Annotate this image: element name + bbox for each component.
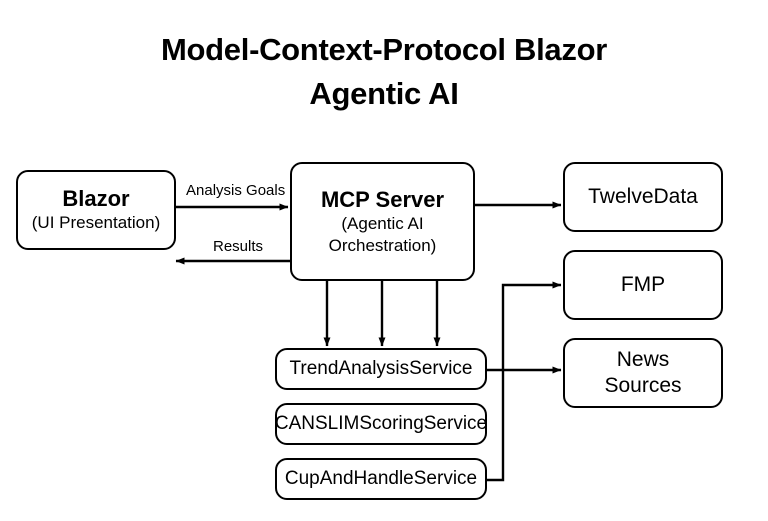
node-canslim-scoring-service[interactable]: CANSLIMScoringService: [275, 403, 487, 445]
diagram-title-line-1: Model-Context-Protocol Blazor: [161, 32, 607, 67]
edge-label-results: Results: [210, 238, 267, 256]
node-mcp-server[interactable]: MCP Server (Agentic AI Orchestration): [290, 162, 475, 281]
node-cup-and-handle-service-title: CupAndHandleService: [284, 468, 478, 489]
node-blazor-subtitle: (UI Presentation): [31, 213, 161, 232]
connector-cupandhandle-to-fmp: [487, 281, 562, 482]
node-trend-analysis-service-title: TrendAnalysisService: [289, 358, 473, 379]
node-blazor[interactable]: Blazor (UI Presentation): [16, 170, 176, 250]
node-trend-analysis-service[interactable]: TrendAnalysisService: [275, 348, 487, 390]
node-mcp-server-title: MCP Server: [320, 186, 445, 212]
node-fmp[interactable]: FMP: [563, 250, 723, 320]
diagram-title: Model-Context-Protocol Blazor Agentic AI: [0, 28, 768, 116]
edge-label-analysis-goals: Analysis Goals: [183, 182, 289, 200]
node-news-sources[interactable]: News Sources: [563, 338, 723, 408]
node-news-sources-title-line-1: News: [616, 348, 670, 371]
node-blazor-title: Blazor: [62, 186, 130, 211]
node-fmp-title: FMP: [620, 273, 666, 296]
node-cup-and-handle-service[interactable]: CupAndHandleService: [275, 458, 487, 500]
node-canslim-scoring-service-title: CANSLIMScoringService: [274, 413, 488, 434]
node-news-sources-title-line-2: Sources: [604, 374, 682, 397]
node-twelvedata[interactable]: TwelveData: [563, 162, 723, 232]
diagram-title-line-2: Agentic AI: [309, 76, 459, 111]
node-mcp-server-subtitle-line-1: (Agentic AI: [341, 213, 424, 233]
node-twelvedata-title: TwelveData: [588, 185, 698, 208]
node-mcp-server-subtitle-line-2: Orchestration): [328, 235, 437, 255]
